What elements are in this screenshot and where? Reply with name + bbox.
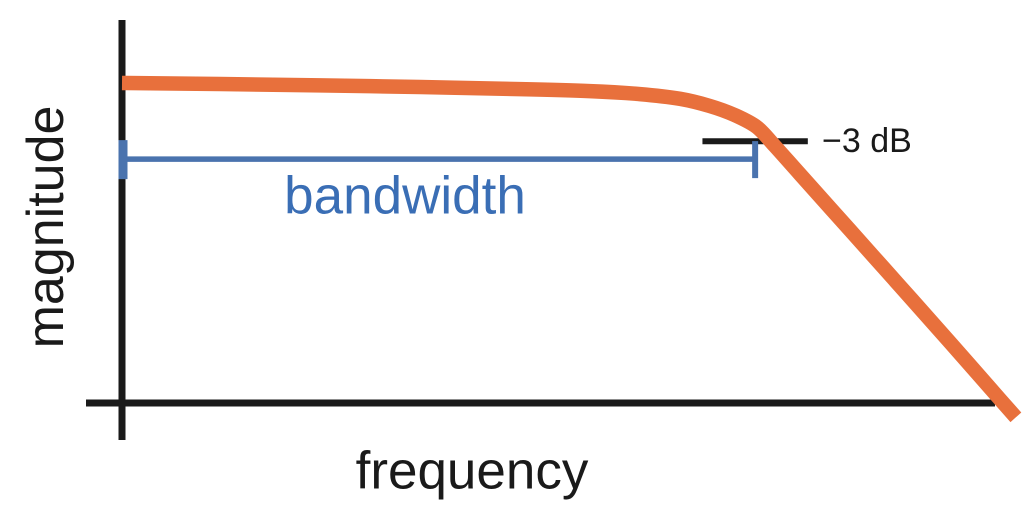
bandwidth-span [118,140,759,180]
y-axis-label: magnitude [17,106,75,349]
minus-3db-label: −3 dB [822,122,912,160]
x-axis-label: frequency [356,442,589,501]
bandwidth-label: bandwidth [284,167,526,226]
response-curve [121,75,1022,423]
